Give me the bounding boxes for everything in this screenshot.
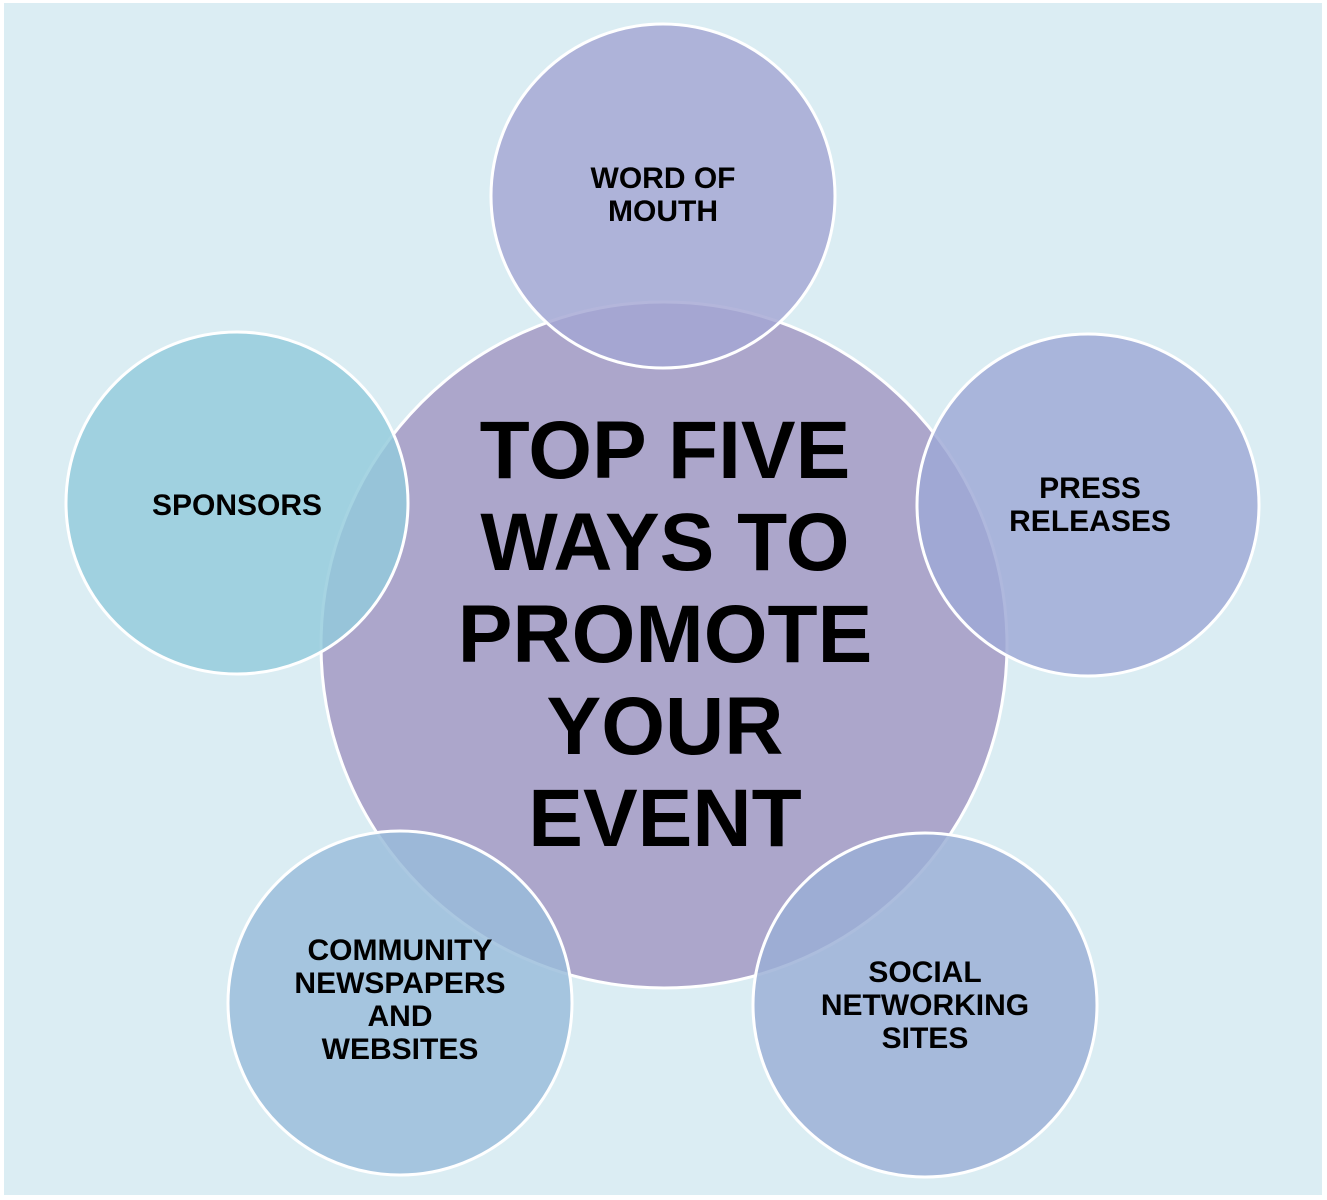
- center-title: TOP FIVE WAYS TO PROMOTE YOUR EVENT: [457, 405, 873, 864]
- word-of-mouth-circle: [489, 22, 837, 370]
- press-releases-label: PRESS RELEASES: [1009, 472, 1171, 538]
- word-of-mouth-label: WORD OF MOUTH: [590, 162, 736, 228]
- press-releases-circle: [915, 332, 1261, 678]
- community-newspapers-circle: [226, 829, 574, 1177]
- community-newspapers-label: COMMUNITY NEWSPAPERS AND WEBSITES: [294, 934, 506, 1066]
- social-networking-sites-label: SOCIAL NETWORKING SITES: [820, 955, 1030, 1055]
- sponsors-label: SPONSORS: [151, 488, 323, 522]
- sponsors-circle: [64, 330, 410, 676]
- social-networking-sites-circle: [751, 831, 1099, 1179]
